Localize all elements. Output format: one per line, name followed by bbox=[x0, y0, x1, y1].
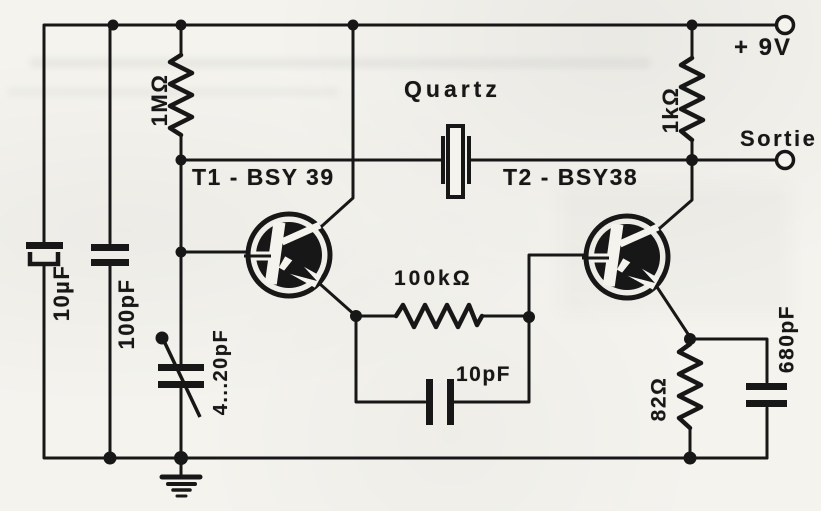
capacitor-10pF-symbol bbox=[426, 379, 454, 425]
transistor-t1-symbol bbox=[244, 211, 333, 299]
capacitor-680pF-symbol bbox=[746, 383, 787, 407]
transistor-t2-label: T2 - BSY38 bbox=[503, 164, 639, 190]
capacitor-10uF-symbol bbox=[26, 242, 63, 267]
supply-label: + 9V bbox=[734, 34, 793, 61]
resistor-1k-label: 1kΩ bbox=[658, 86, 683, 134]
t1-lead-wires bbox=[179, 23, 358, 318]
capacitor-680pF-label: 680pF bbox=[775, 304, 799, 374]
quartz-label: Quartz bbox=[404, 76, 501, 102]
resistor-1M-symbol bbox=[167, 52, 195, 138]
junction-dots bbox=[103, 19, 698, 465]
capacitor-trimmer-label: 4...20pF bbox=[210, 328, 232, 416]
output-label: Sortie bbox=[740, 126, 818, 151]
t2-lead-wires bbox=[655, 158, 694, 339]
capacitor-100pF-symbol bbox=[91, 244, 129, 266]
transistor-t1-label: T1 - BSY 39 bbox=[192, 164, 335, 190]
resistor-1M-label: 1MΩ bbox=[147, 73, 172, 127]
supply-terminal bbox=[774, 14, 796, 36]
capacitor-10pF-label: 10pF bbox=[456, 363, 512, 386]
output-terminal bbox=[774, 149, 796, 171]
coupling-network-wires bbox=[354, 253, 588, 404]
transistor-t2-symbol bbox=[582, 213, 671, 301]
capacitor-trimmer-symbol bbox=[155, 331, 204, 418]
capacitor-100pF-label: 100pF bbox=[114, 278, 139, 350]
resistor-82-symbol bbox=[676, 341, 704, 431]
ground-symbol bbox=[159, 474, 203, 498]
power-rails bbox=[42, 23, 778, 460]
emitter-branch-wires bbox=[688, 337, 769, 460]
resistor-82-label: 82Ω bbox=[647, 376, 671, 422]
resistor-100k-symbol bbox=[393, 302, 485, 330]
resistor-100k-label: 100kΩ bbox=[394, 267, 473, 290]
resistor-1k-symbol bbox=[678, 55, 706, 143]
capacitor-10uF-label: 10µF bbox=[49, 264, 74, 322]
quartz-crystal-symbol bbox=[441, 124, 471, 199]
